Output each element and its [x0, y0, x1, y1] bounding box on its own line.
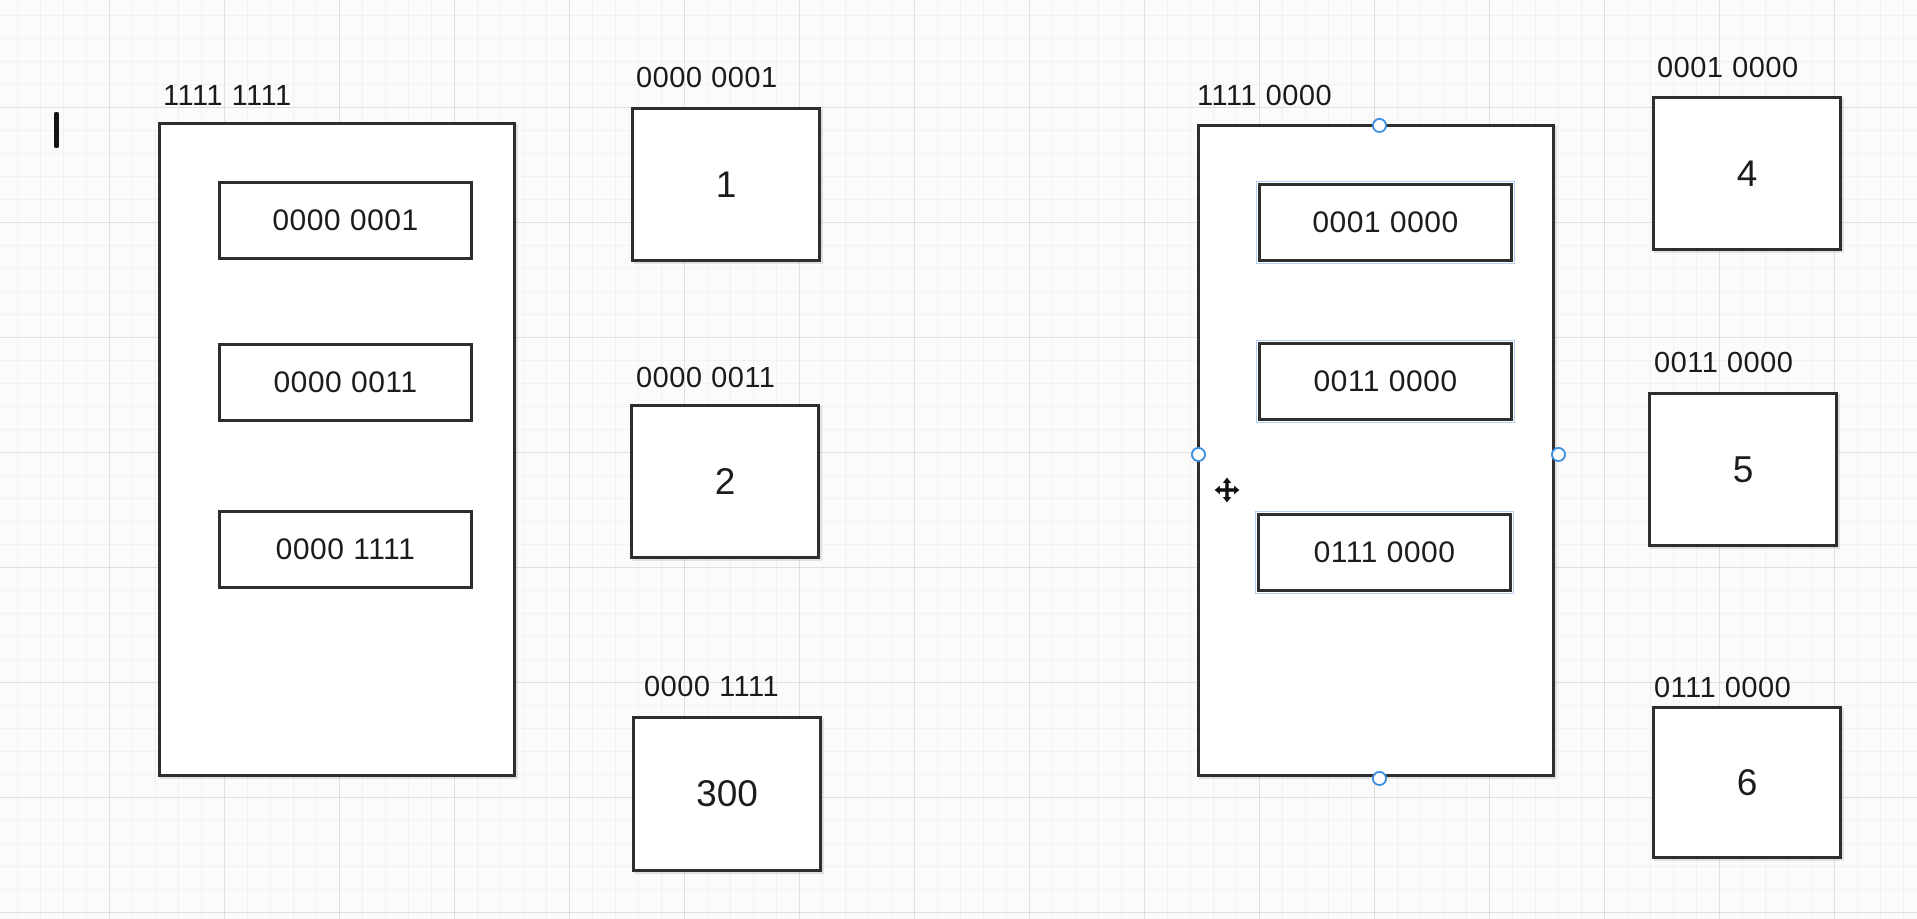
right-container-shape[interactable]: 0001 0000 0011 0000 0111 0000: [1191, 118, 1566, 786]
cell-text: 0000 0001: [272, 203, 419, 237]
value-box[interactable]: 1: [631, 107, 821, 262]
value-box[interactable]: 6: [1652, 706, 1842, 859]
value-box-label[interactable]: 0011 0000: [1654, 347, 1794, 379]
move-cursor-icon: [1214, 477, 1240, 503]
left-container-shape[interactable]: 0000 0001 0000 0011 0000 1111: [158, 122, 516, 777]
selection-handle-top[interactable]: [1372, 118, 1387, 133]
value-text: 5: [1732, 448, 1754, 490]
cell-text: 0000 0011: [273, 365, 418, 399]
cell-text: 0111 0000: [1313, 535, 1456, 569]
container-cell[interactable]: 0000 0011: [218, 343, 473, 422]
value-box[interactable]: 300: [632, 716, 822, 872]
container-cell[interactable]: 0001 0000: [1256, 181, 1515, 264]
value-box-label[interactable]: 0000 0001: [636, 62, 778, 94]
cell-text: 0000 1111: [275, 532, 416, 566]
selection-handle-right[interactable]: [1551, 447, 1566, 462]
right-container-label[interactable]: 1111 0000: [1197, 80, 1333, 112]
left-container-label[interactable]: 1111 1111: [163, 80, 292, 112]
selection-handle-left[interactable]: [1191, 447, 1206, 462]
container-cell[interactable]: 0111 0000: [1255, 511, 1514, 594]
container-cell[interactable]: 0000 0001: [218, 181, 473, 260]
value-box-label[interactable]: 0111 0000: [1654, 672, 1792, 704]
container-cell[interactable]: 0011 0000: [1256, 340, 1515, 423]
cell-text: 0011 0000: [1313, 364, 1458, 398]
text-caret-icon: [54, 112, 59, 148]
value-box[interactable]: 2: [630, 404, 820, 559]
value-box[interactable]: 4: [1652, 96, 1842, 251]
container-cell[interactable]: 0000 1111: [218, 510, 473, 589]
value-box[interactable]: 5: [1648, 392, 1838, 547]
cell-text: 0001 0000: [1312, 205, 1459, 239]
value-text: 4: [1736, 152, 1758, 194]
value-box-label[interactable]: 0000 0011: [636, 362, 776, 394]
value-text: 300: [696, 773, 758, 814]
value-box-label[interactable]: 0000 1111: [644, 671, 780, 703]
value-box-label[interactable]: 0001 0000: [1657, 52, 1799, 84]
value-text: 1: [715, 163, 737, 205]
selection-handle-bottom[interactable]: [1372, 771, 1387, 786]
value-text: 6: [1736, 761, 1758, 803]
value-text: 2: [714, 460, 736, 502]
